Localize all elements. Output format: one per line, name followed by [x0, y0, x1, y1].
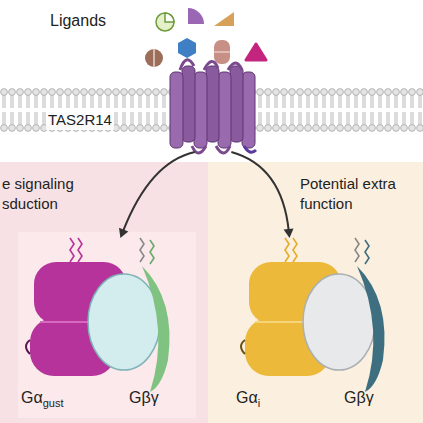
receptor: TAS2R14	[40, 60, 255, 152]
g-beta-gamma-label: Gβγ	[344, 388, 374, 409]
receptor-name: TAS2R14	[46, 110, 114, 130]
subscript: gust	[43, 397, 64, 409]
panel-heading: e signaling sduction	[2, 174, 94, 213]
subscript: i	[258, 397, 260, 409]
g-alpha-label: Gα	[236, 388, 258, 409]
g-protein: Gαgust Gβγ	[15, 238, 185, 416]
g-beta-gamma-label: Gβγ	[129, 388, 159, 409]
extra-panel-ground	[208, 162, 423, 423]
pathway-panel: Potential extra functionGαi Gβγ	[208, 162, 423, 423]
text-line: Gαgust	[21, 388, 64, 409]
pathway-panel: e signaling sductionGαgust Gβγ	[0, 162, 208, 423]
receptor-illustration	[170, 60, 256, 153]
text-line: e signaling sduction	[2, 174, 94, 213]
text-line: Gβγ	[344, 388, 374, 409]
g-protein: Gαi Gβγ	[230, 238, 405, 416]
text-line: Gαi	[236, 388, 260, 409]
ligands	[145, 8, 266, 67]
ligands-label: Ligands	[50, 12, 106, 30]
arrow-connector	[231, 152, 293, 238]
panel-heading: Potential extra function	[300, 174, 418, 213]
text-line: TAS2R14	[46, 110, 114, 130]
arrow-connector	[119, 152, 195, 238]
text-line: Potential extra function	[300, 174, 418, 213]
taste-panel-ground	[0, 162, 208, 423]
text-line: Gβγ	[129, 388, 159, 409]
g-alpha-label: Gα	[21, 388, 43, 409]
g-alpha-i-complex	[241, 238, 385, 392]
inner-ground	[18, 232, 196, 418]
g-alpha-gust-complex	[26, 238, 170, 392]
